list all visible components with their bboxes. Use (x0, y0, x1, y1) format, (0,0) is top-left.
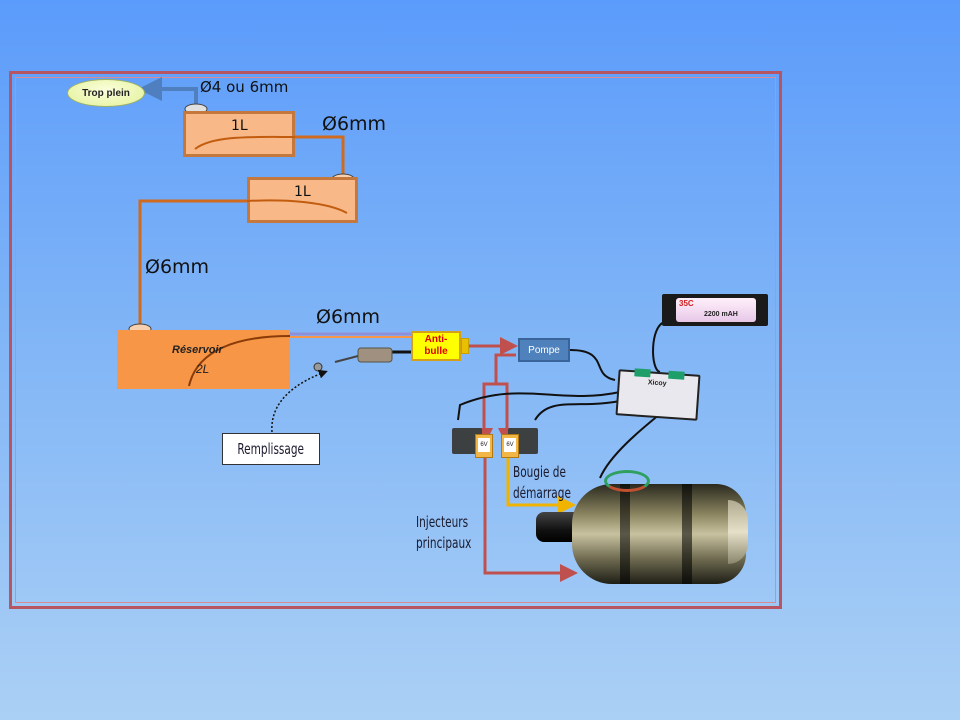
wire-ecu-engine (599, 409, 666, 479)
turbine-engine (572, 484, 746, 584)
tank-2-pickup (247, 199, 348, 214)
tank-1: 1L (183, 111, 295, 157)
tank-2: 1L (247, 177, 358, 223)
tank-1-pickup (194, 135, 295, 150)
reservoir: Réservoir 2L (117, 330, 290, 389)
pump: Pompe (518, 338, 570, 362)
ecu-brand: Xicoy (647, 379, 667, 388)
battery-capacity: 2200 mAH (704, 311, 738, 318)
diagram-frame (9, 71, 782, 609)
injector-line (483, 455, 578, 582)
wire-ecu-valve2 (534, 399, 626, 421)
tank2-reservoir-line (138, 199, 248, 328)
spark-label: Bougie de démarrage (513, 463, 571, 502)
pipe-left-label: Ø6mm (145, 256, 210, 278)
ecu-controller: Xicoy (615, 368, 701, 421)
pipe-top-label: Ø6mm (322, 113, 387, 135)
tank-1-volume: 1L (231, 118, 248, 134)
anti-bubble-filter: Anti- bulle (411, 331, 461, 361)
overflow-bubble: Trop plein (67, 79, 145, 107)
valve-spark-tag: 6V (501, 434, 519, 458)
overflow-line (138, 77, 198, 108)
filling-label-box: Remplissage (222, 433, 320, 465)
wire-pump-ecu (569, 349, 616, 381)
anti-bubble-outlet (461, 338, 469, 354)
battery-rating: 35C (679, 299, 694, 308)
engine-glow-plug-coil (604, 470, 650, 492)
pipe-main-label: Ø6mm (316, 306, 381, 328)
battery: 35C 2200 mAH (662, 294, 768, 326)
reservoir-pickup (188, 335, 290, 387)
pump-valve-line (482, 353, 516, 438)
filler-fitting (313, 347, 393, 372)
injectors-label: Injecteurs principaux (416, 513, 472, 552)
reservoir-volume: 2L (196, 362, 210, 376)
spark-line (506, 455, 576, 514)
wire-ecu-valve1 (457, 391, 621, 421)
tank-2-volume: 1L (294, 184, 311, 200)
filling-label: Remplissage (237, 440, 305, 458)
overflow-pipe-label: Ø4 ou 6mm (200, 78, 289, 96)
engine-exhaust (728, 500, 748, 564)
valve-injectors-tag: 6V (475, 434, 493, 458)
reservoir-name: Réservoir (172, 344, 223, 356)
wire-battery-ecu (652, 321, 666, 373)
